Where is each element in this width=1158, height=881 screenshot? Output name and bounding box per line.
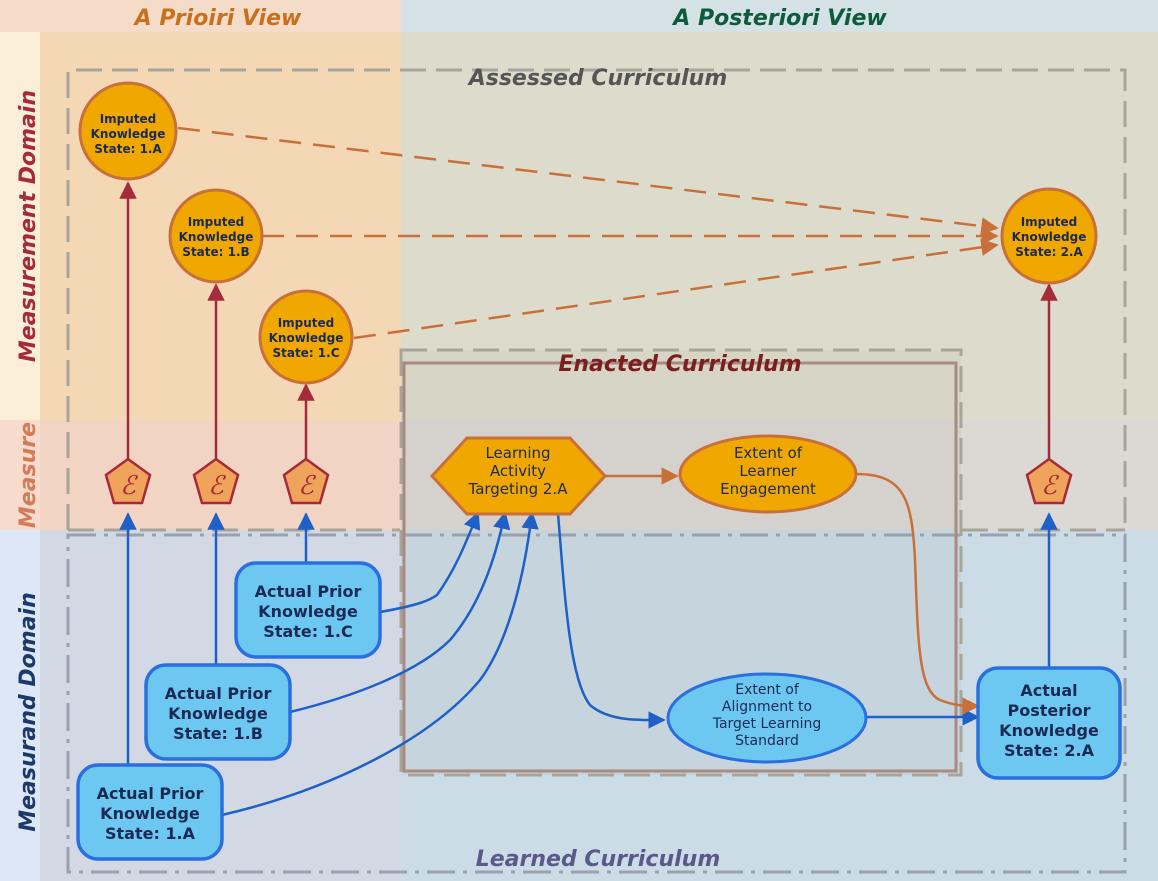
imputed-1b-line3: State: 1.B <box>182 245 249 259</box>
imputed-node-1b: Imputed Knowledge State: 1.B <box>168 188 264 284</box>
measure-pentagon-1a: ℰ <box>104 457 152 505</box>
learned-curriculum-title: Learned Curriculum <box>476 847 721 872</box>
actual-posterior-node-2a: Actual Posterior Knowledge State: 2.A <box>976 666 1122 780</box>
assessed-curriculum-title: Assessed Curriculum <box>467 66 728 91</box>
actual-2a-line1: Actual <box>1020 681 1077 700</box>
target-alignment-node: Extent of Alignment to Target Learning S… <box>666 672 868 764</box>
measure-label: Measure <box>16 422 41 528</box>
imputed-node-1a: Imputed Knowledge State: 1.A <box>78 81 178 181</box>
alignment-line1: Extent of <box>735 682 800 698</box>
activity-line2: Activity <box>490 462 546 480</box>
measure-symbol-1c: ℰ <box>298 471 316 501</box>
actual-2a-line3: Knowledge <box>999 721 1099 740</box>
actual-1b-line1: Actual Prior <box>165 684 272 703</box>
orange-curve-engagement-to-2a <box>855 472 980 715</box>
actual-1a-line1: Actual Prior <box>97 784 204 803</box>
engagement-line3: Engagement <box>720 480 816 498</box>
measure-pentagon-1c: ℰ <box>282 457 330 505</box>
activity-line3: Targeting 2.A <box>468 480 569 498</box>
actual-1b-line2: Knowledge <box>168 704 268 723</box>
engagement-line1: Extent of <box>734 444 803 462</box>
imputed-node-1c: Imputed Knowledge State: 1.C <box>258 289 354 385</box>
imputed-2a-line1: Imputed <box>1021 215 1078 229</box>
imputed-1a-line2: Knowledge <box>91 127 166 141</box>
actual-1a-line3: State: 1.A <box>105 824 196 843</box>
actual-1b-line3: State: 1.B <box>173 724 263 743</box>
actual-1a-line2: Knowledge <box>100 804 200 823</box>
measure-symbol-1a: ℰ <box>120 471 138 501</box>
enacted-curriculum-outer <box>399 348 963 777</box>
measurement-domain-label: Measurement Domain <box>16 90 41 362</box>
learning-activity-node: Learning Activity Targeting 2.A <box>429 436 608 516</box>
alignment-line3: Target Learning <box>712 716 822 732</box>
measurand-side-strip <box>0 530 40 881</box>
actual-prior-node-1b: Actual Prior Knowledge State: 1.B <box>144 663 292 761</box>
blue-curve-1a-to-activity <box>221 511 539 817</box>
imputed-1c-line2: Knowledge <box>269 331 344 345</box>
alignment-line2: Alignment to <box>722 699 812 715</box>
enacted-curriculum-title: Enacted Curriculum <box>558 352 801 377</box>
measurement-side-strip <box>0 32 40 420</box>
imputed-1b-line1: Imputed <box>188 215 245 229</box>
measure-symbol-2a: ℰ <box>1041 471 1059 501</box>
alignment-line4: Standard <box>735 733 799 749</box>
actual-2a-line4: State: 2.A <box>1004 741 1095 760</box>
aposteriori-header: A Posteriori View <box>671 6 887 31</box>
imputed-node-2a: Imputed Knowledge State: 2.A <box>1000 187 1098 285</box>
engagement-line2: Learner <box>739 462 797 480</box>
dashed-arrow-1c-to-2a <box>353 238 999 340</box>
measure-pentagon-2a: ℰ <box>1025 457 1073 505</box>
blue-curve-1b-to-activity <box>289 511 511 714</box>
actual-prior-node-1c: Actual Prior Knowledge State: 1.C <box>234 561 382 659</box>
imputed-1a-line3: State: 1.A <box>94 142 162 156</box>
imputed-1c-line3: State: 1.C <box>272 346 339 360</box>
imputed-2a-line3: State: 2.A <box>1015 245 1083 259</box>
actual-prior-node-1a: Actual Prior Knowledge State: 1.A <box>76 763 224 861</box>
actual-1c-line3: State: 1.C <box>263 622 352 641</box>
imputed-1c-line1: Imputed <box>278 316 335 330</box>
apriori-header: A Prioiri View <box>133 6 302 31</box>
blue-curve-1c-to-activity <box>379 511 481 614</box>
learner-engagement-node: Extent of Learner Engagement <box>678 434 858 514</box>
imputed-2a-line2: Knowledge <box>1012 230 1087 244</box>
enacted-curriculum-inner <box>402 361 958 773</box>
blue-curve-activity-to-alignment <box>556 512 666 729</box>
learned-curriculum-border <box>66 533 1127 874</box>
actual-2a-line2: Posterior <box>1008 701 1091 720</box>
imputed-1a-line1: Imputed <box>100 112 157 126</box>
dashed-arrow-1a-to-2a <box>177 126 999 235</box>
measurand-domain-label: Measurand Domain <box>16 592 41 832</box>
measure-symbol-1b: ℰ <box>208 471 226 501</box>
actual-1c-line1: Actual Prior <box>255 582 362 601</box>
activity-line1: Learning <box>485 444 550 462</box>
actual-1c-line2: Knowledge <box>258 602 358 621</box>
measure-pentagon-1b: ℰ <box>192 457 240 505</box>
imputed-1b-line2: Knowledge <box>179 230 254 244</box>
assessed-curriculum-border <box>66 68 1127 530</box>
measure-side-strip <box>0 420 40 530</box>
